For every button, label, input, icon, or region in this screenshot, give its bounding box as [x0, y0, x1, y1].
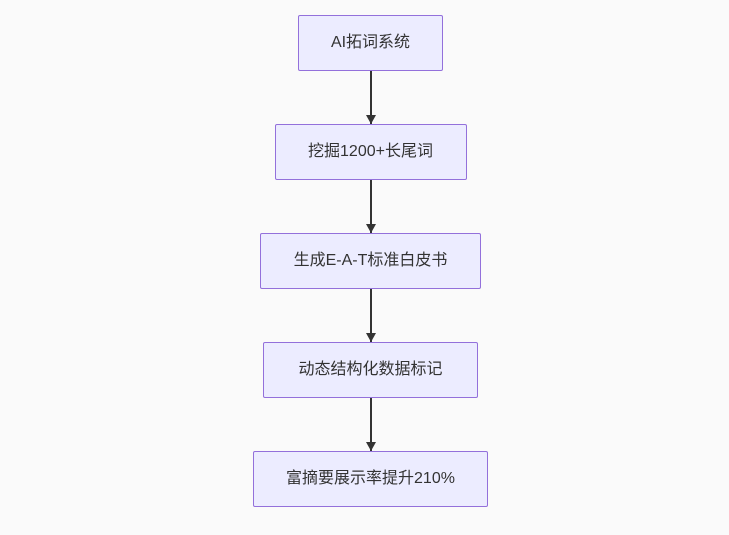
- flow-arrow-2: [369, 180, 372, 233]
- flow-node-3: 生成E-A-T标准白皮书: [260, 233, 481, 289]
- flow-arrow-1: [369, 71, 372, 124]
- flow-node-5: 富摘要展示率提升210%: [253, 451, 488, 507]
- flow-node-2: 挖掘1200+长尾词: [274, 124, 467, 180]
- flow-arrow-4: [369, 398, 372, 451]
- flow-node-1: AI拓词系统: [298, 15, 443, 71]
- flow-arrow-3: [369, 289, 372, 342]
- flow-node-4: 动态结构化数据标记: [263, 342, 478, 398]
- flowchart: AI拓词系统挖掘1200+长尾词生成E-A-T标准白皮书动态结构化数据标记富摘要…: [253, 15, 488, 535]
